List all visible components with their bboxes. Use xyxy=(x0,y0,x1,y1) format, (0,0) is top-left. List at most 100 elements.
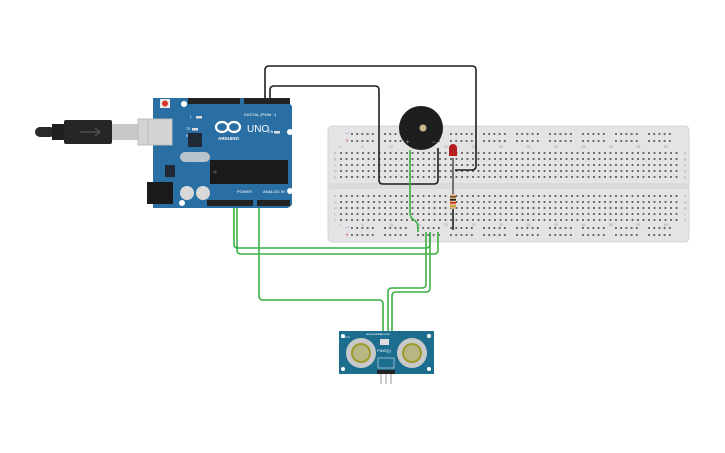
breadboard-hole[interactable] xyxy=(653,133,656,135)
breadboard-hole[interactable] xyxy=(549,133,551,135)
breadboard-hole[interactable] xyxy=(395,176,397,178)
breadboard-hole[interactable] xyxy=(576,201,579,203)
breadboard-hole[interactable] xyxy=(670,164,672,166)
breadboard-hole[interactable] xyxy=(631,170,634,172)
breadboard-hole[interactable] xyxy=(637,158,639,160)
breadboard-hole[interactable] xyxy=(593,219,595,221)
breadboard-hole[interactable] xyxy=(536,133,539,135)
breadboard-hole[interactable] xyxy=(371,227,374,229)
breadboard-hole[interactable] xyxy=(422,158,425,160)
breadboard-hole[interactable] xyxy=(389,195,392,197)
breadboard-hole[interactable] xyxy=(658,227,661,229)
breadboard-hole[interactable] xyxy=(494,152,496,154)
breadboard-hole[interactable] xyxy=(637,170,639,172)
breadboard-hole[interactable] xyxy=(609,207,612,209)
breadboard-hole[interactable] xyxy=(675,207,678,209)
breadboard-hole[interactable] xyxy=(615,140,617,142)
breadboard-hole[interactable] xyxy=(362,195,364,197)
breadboard-hole[interactable] xyxy=(389,176,392,178)
breadboard-hole[interactable] xyxy=(625,133,628,135)
breadboard-hole[interactable] xyxy=(560,164,562,166)
breadboard-hole[interactable] xyxy=(466,152,469,154)
breadboard-hole[interactable] xyxy=(602,140,605,142)
breadboard-hole[interactable] xyxy=(510,176,513,178)
breadboard-hole[interactable] xyxy=(598,152,601,154)
breadboard-hole[interactable] xyxy=(675,176,678,178)
breadboard-hole[interactable] xyxy=(351,140,353,142)
breadboard-hole[interactable] xyxy=(587,140,590,142)
breadboard-hole[interactable] xyxy=(417,176,419,178)
breadboard-hole[interactable] xyxy=(433,219,436,221)
breadboard-hole[interactable] xyxy=(516,207,518,209)
breadboard-hole[interactable] xyxy=(569,133,572,135)
breadboard-hole[interactable] xyxy=(516,227,518,229)
breadboard-hole[interactable] xyxy=(356,213,359,215)
breadboard-hole[interactable] xyxy=(635,133,638,135)
breadboard-hole[interactable] xyxy=(483,164,485,166)
breadboard-hole[interactable] xyxy=(526,133,529,135)
breadboard-hole[interactable] xyxy=(422,170,425,172)
breadboard-hole[interactable] xyxy=(483,152,485,154)
breadboard-hole[interactable] xyxy=(400,158,403,160)
breadboard-hole[interactable] xyxy=(444,213,447,215)
breadboard-hole[interactable] xyxy=(389,133,392,135)
breadboard-hole[interactable] xyxy=(378,213,381,215)
breadboard-hole[interactable] xyxy=(472,164,474,166)
breadboard-hole[interactable] xyxy=(582,152,584,154)
breadboard-hole[interactable] xyxy=(455,164,458,166)
breadboard-hole[interactable] xyxy=(615,176,617,178)
breadboard-hole[interactable] xyxy=(560,219,562,221)
breadboard-hole[interactable] xyxy=(406,170,408,172)
breadboard-hole[interactable] xyxy=(609,164,612,166)
breadboard-hole[interactable] xyxy=(488,164,491,166)
breadboard-hole[interactable] xyxy=(367,152,370,154)
breadboard-hole[interactable] xyxy=(543,158,546,160)
breadboard-hole[interactable] xyxy=(532,164,535,166)
breadboard-hole[interactable] xyxy=(361,227,364,229)
breadboard-hole[interactable] xyxy=(395,213,397,215)
breadboard-hole[interactable] xyxy=(653,227,656,229)
breadboard-hole[interactable] xyxy=(498,133,501,135)
breadboard-hole[interactable] xyxy=(564,140,567,142)
breadboard-hole[interactable] xyxy=(384,207,386,209)
breadboard-hole[interactable] xyxy=(488,234,491,236)
breadboard-hole[interactable] xyxy=(439,176,441,178)
breadboard-hole[interactable] xyxy=(417,158,419,160)
breadboard-hole[interactable] xyxy=(470,227,473,229)
breadboard-hole[interactable] xyxy=(384,201,386,203)
breadboard-hole[interactable] xyxy=(510,219,513,221)
breadboard-hole[interactable] xyxy=(554,207,557,209)
breadboard-hole[interactable] xyxy=(428,164,430,166)
breadboard-hole[interactable] xyxy=(538,201,540,203)
breadboard-hole[interactable] xyxy=(659,170,661,172)
breadboard-hole[interactable] xyxy=(675,164,678,166)
breadboard-hole[interactable] xyxy=(642,152,645,154)
breadboard-hole[interactable] xyxy=(653,234,656,236)
breadboard-hole[interactable] xyxy=(593,164,595,166)
breadboard-hole[interactable] xyxy=(554,133,557,135)
breadboard-hole[interactable] xyxy=(395,164,397,166)
breadboard-hole[interactable] xyxy=(642,207,645,209)
breadboard-hole[interactable] xyxy=(472,152,474,154)
breadboard-hole[interactable] xyxy=(432,227,435,229)
breadboard-hole[interactable] xyxy=(428,176,430,178)
breadboard-hole[interactable] xyxy=(455,195,458,197)
breadboard-hole[interactable] xyxy=(531,234,534,236)
breadboard-hole[interactable] xyxy=(626,158,628,160)
breadboard-hole[interactable] xyxy=(620,140,623,142)
breadboard-hole[interactable] xyxy=(466,176,469,178)
breadboard-hole[interactable] xyxy=(631,207,634,209)
breadboard-hole[interactable] xyxy=(592,133,595,135)
breadboard-hole[interactable] xyxy=(466,170,469,172)
breadboard-hole[interactable] xyxy=(642,164,645,166)
breadboard-hole[interactable] xyxy=(631,219,634,221)
breadboard-hole[interactable] xyxy=(373,152,375,154)
breadboard-hole[interactable] xyxy=(493,133,496,135)
breadboard-hole[interactable] xyxy=(587,219,590,221)
breadboard-hole[interactable] xyxy=(455,176,458,178)
breadboard-hole[interactable] xyxy=(516,158,518,160)
breadboard-hole[interactable] xyxy=(356,133,359,135)
breadboard-hole[interactable] xyxy=(367,201,370,203)
breadboard-hole[interactable] xyxy=(488,227,491,229)
breadboard-hole[interactable] xyxy=(637,207,639,209)
